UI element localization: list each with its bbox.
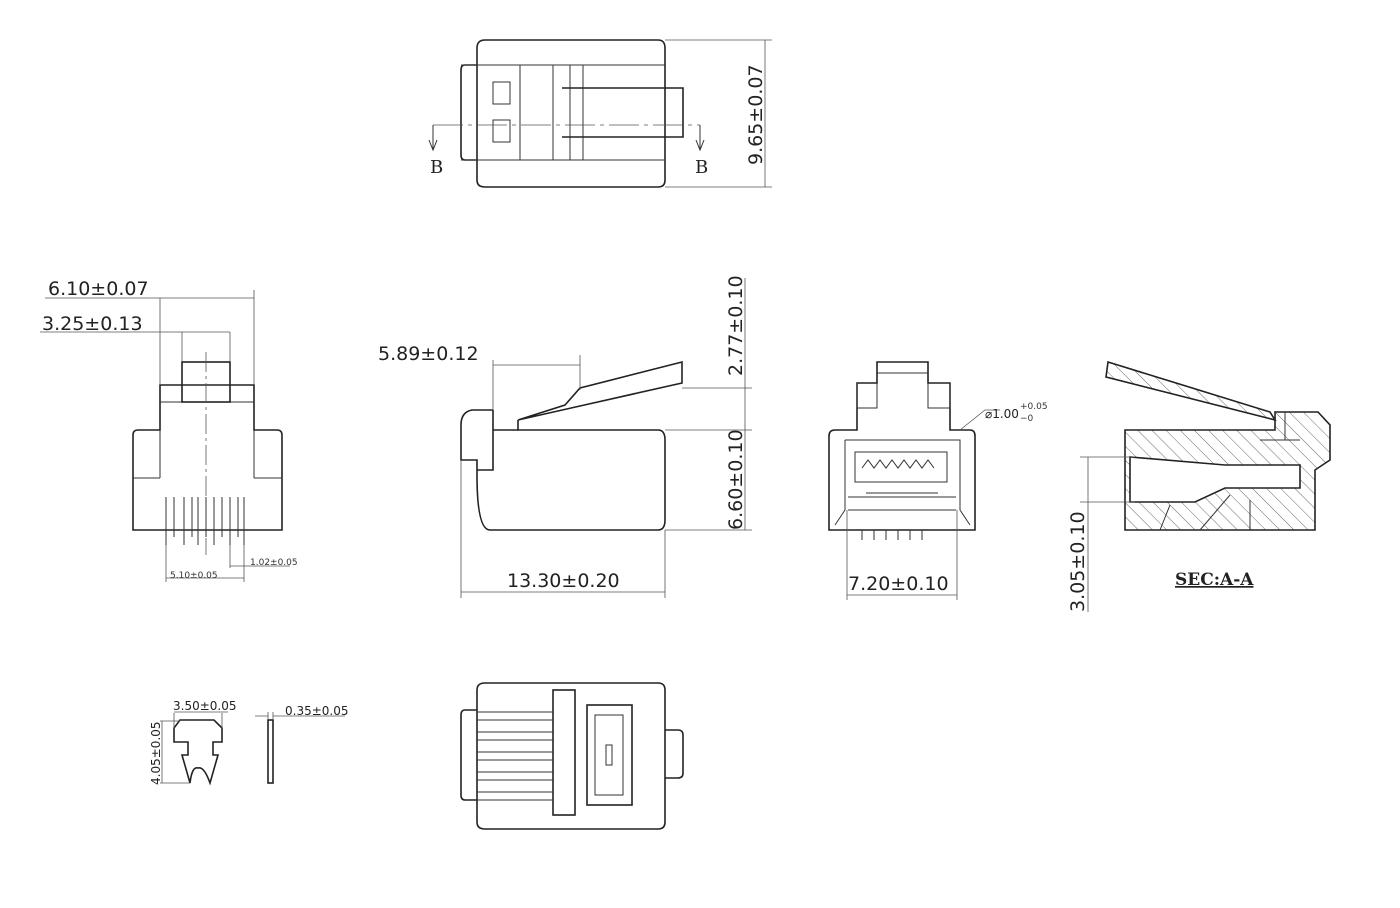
section-view: 3.05±0.10 SEC:A-A bbox=[1067, 360, 1331, 612]
body-height-dim: 6.60±0.10 bbox=[725, 429, 747, 530]
front-width-dim: 7.20±0.10 bbox=[848, 573, 949, 595]
latch-height-dim: 2.77±0.10 bbox=[725, 275, 747, 376]
latch-dim: 3.25±0.13 bbox=[42, 313, 143, 335]
side-view: 5.89±0.12 2.77±0.10 6.60±0.10 13.30±0.20 bbox=[378, 275, 752, 598]
contact-height-dim: 4.05±0.05 bbox=[149, 722, 163, 786]
pin-pitch-dim: 1.02±0.05 bbox=[250, 558, 298, 568]
end-view: 6.10±0.07 3.25±0.13 5.10±0.05 1.02±0.05 bbox=[40, 278, 298, 582]
section-title: SEC:A-A bbox=[1175, 570, 1254, 590]
hole-dim: ⌀1.00 bbox=[985, 407, 1019, 421]
contact-width-dim: 3.50±0.05 bbox=[173, 699, 237, 713]
hole-tol-minus: −0 bbox=[1020, 414, 1034, 424]
pin-span-dim: 5.10±0.05 bbox=[170, 571, 218, 581]
section-marker-right: B bbox=[695, 157, 708, 178]
section-marker-left: B bbox=[430, 157, 443, 178]
height-dim: 9.65±0.07 bbox=[745, 64, 767, 165]
window-top bbox=[492, 81, 511, 105]
top-view: B B 9.65±0.07 bbox=[428, 39, 772, 188]
width-dim: 6.10±0.07 bbox=[48, 278, 149, 300]
contact-pins bbox=[165, 497, 245, 545]
window-bottom bbox=[492, 119, 511, 143]
latch-offset-dim: 5.89±0.12 bbox=[378, 343, 479, 365]
contact-thickness-dim: 0.35±0.05 bbox=[285, 704, 349, 718]
bottom-view bbox=[460, 682, 684, 830]
length-dim: 13.30±0.20 bbox=[507, 570, 620, 592]
front-view: ⌀1.00 +0.05 −0 7.20±0.10 bbox=[828, 361, 1048, 600]
section-height-dim: 3.05±0.10 bbox=[1067, 511, 1089, 612]
contact-detail: 3.50±0.05 4.05±0.05 0.35±0.05 bbox=[149, 699, 349, 786]
hole-tol-plus: +0.05 bbox=[1020, 402, 1048, 412]
